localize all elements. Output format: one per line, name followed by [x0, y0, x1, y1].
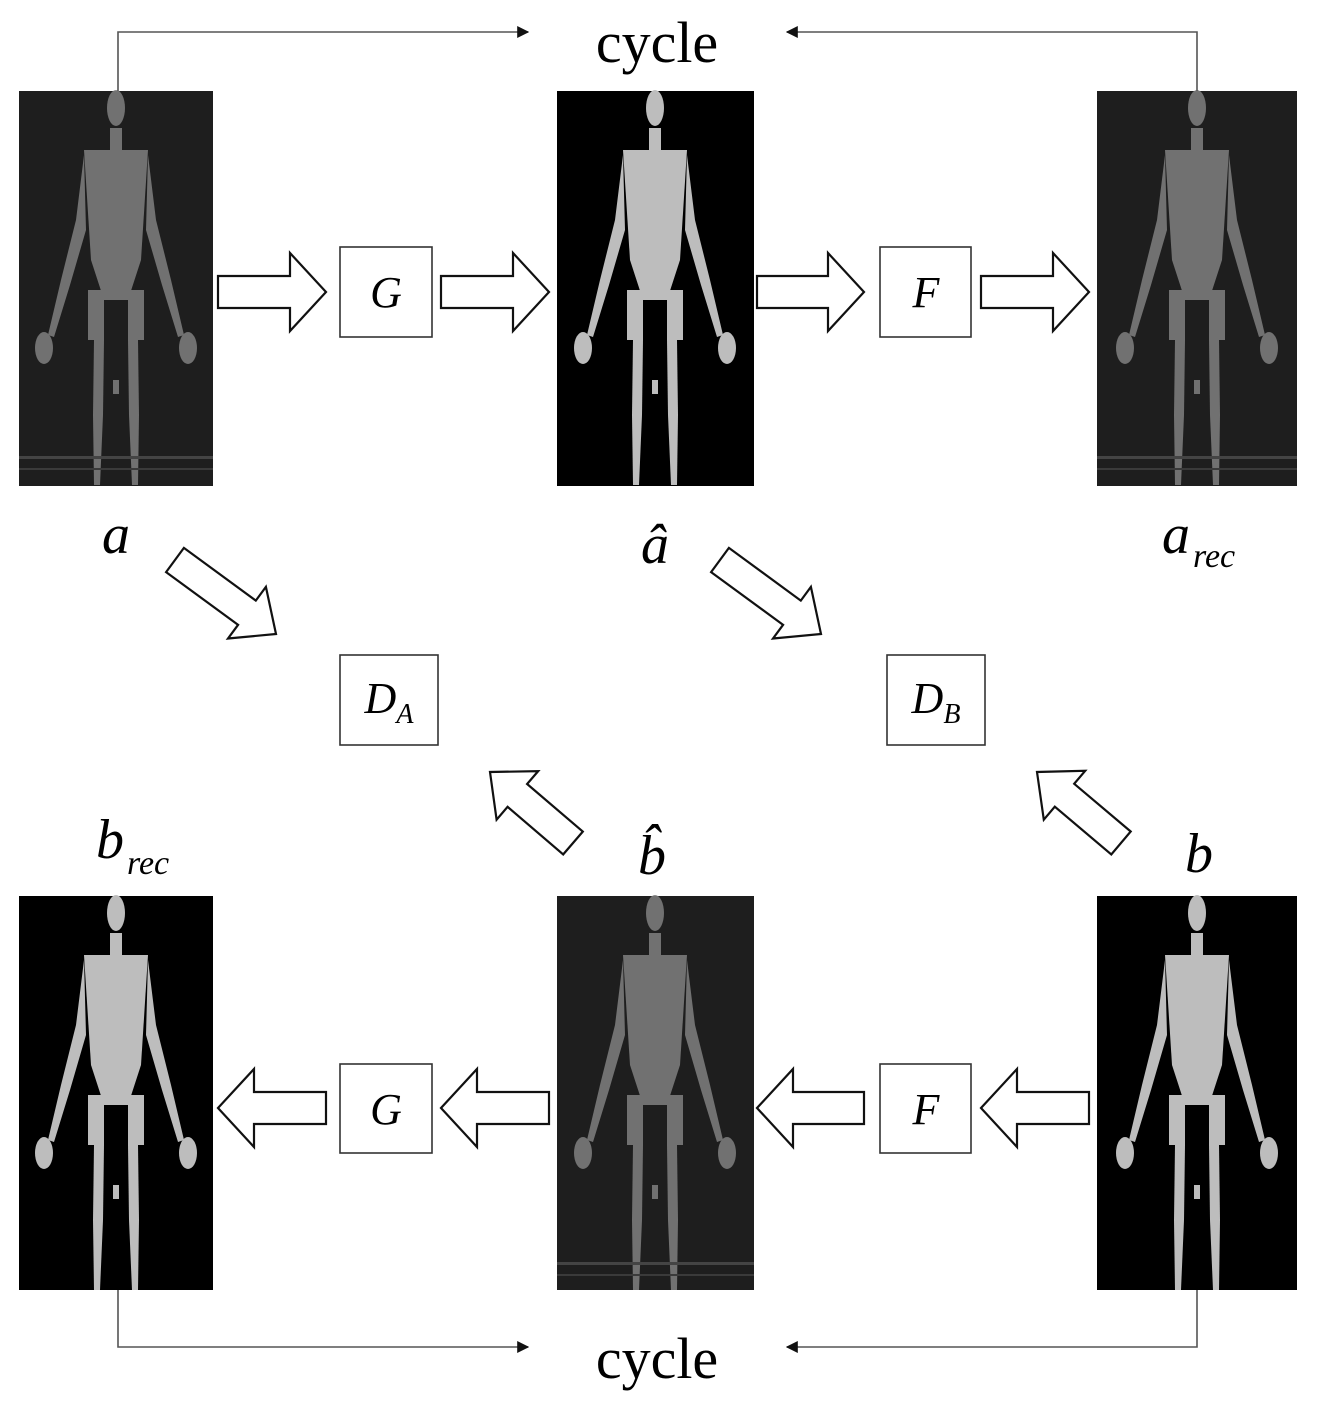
- image-b: [1097, 895, 1297, 1290]
- image-a-rec: [1097, 90, 1297, 486]
- cycle-top-label: cycle: [596, 10, 718, 75]
- arrow-f-to-a-rec: [979, 250, 1091, 334]
- arrow-g-to-a-hat: [439, 250, 551, 334]
- image-b-hat: [557, 895, 754, 1290]
- label-b: b: [1185, 823, 1213, 885]
- cycle-bottom-connector: [117, 1290, 1198, 1353]
- image-a-hat: [557, 90, 754, 486]
- arrow-a-to-da: [164, 546, 278, 640]
- arrow-a-hat-to-f: [755, 250, 866, 334]
- discriminator-da: DA: [339, 654, 439, 746]
- discriminator-db: DB: [886, 654, 986, 746]
- arrow-g-to-b-rec: [216, 1066, 328, 1150]
- arrow-b-to-db: [1035, 769, 1133, 857]
- discriminator-da-label: DA: [364, 674, 415, 730]
- arrow-a-to-g: [216, 250, 328, 334]
- image-b-rec: [19, 895, 213, 1290]
- generator-f-top: F: [879, 246, 972, 338]
- arrow-a-hat-to-db: [709, 546, 823, 640]
- cycle-bottom-label: cycle: [596, 1326, 718, 1391]
- generator-f-bottom: F: [879, 1063, 972, 1154]
- label-b-rec: brec: [96, 809, 169, 882]
- cycle-top-connector: [117, 26, 1198, 91]
- generator-f-bottom-label: F: [912, 1085, 941, 1134]
- generator-g-bottom-label: G: [370, 1085, 402, 1134]
- label-a-hat: â: [641, 514, 669, 576]
- arrow-b-to-f: [979, 1066, 1091, 1150]
- label-b-hat: b̂: [638, 823, 666, 887]
- arrow-f-to-b-hat: [755, 1066, 866, 1150]
- label-a: a: [102, 504, 130, 566]
- discriminator-db-label: DB: [911, 674, 961, 730]
- arrow-b-hat-to-da: [488, 769, 585, 856]
- generator-g-bottom: G: [339, 1063, 433, 1154]
- image-a: [19, 90, 213, 486]
- label-a-rec: arec: [1162, 504, 1235, 575]
- generator-g-top-label: G: [370, 268, 402, 317]
- flow-arrows: [164, 250, 1133, 1150]
- arrow-b-hat-to-g: [439, 1066, 551, 1150]
- generator-f-top-label: F: [912, 268, 941, 317]
- generator-g-top: G: [339, 246, 433, 338]
